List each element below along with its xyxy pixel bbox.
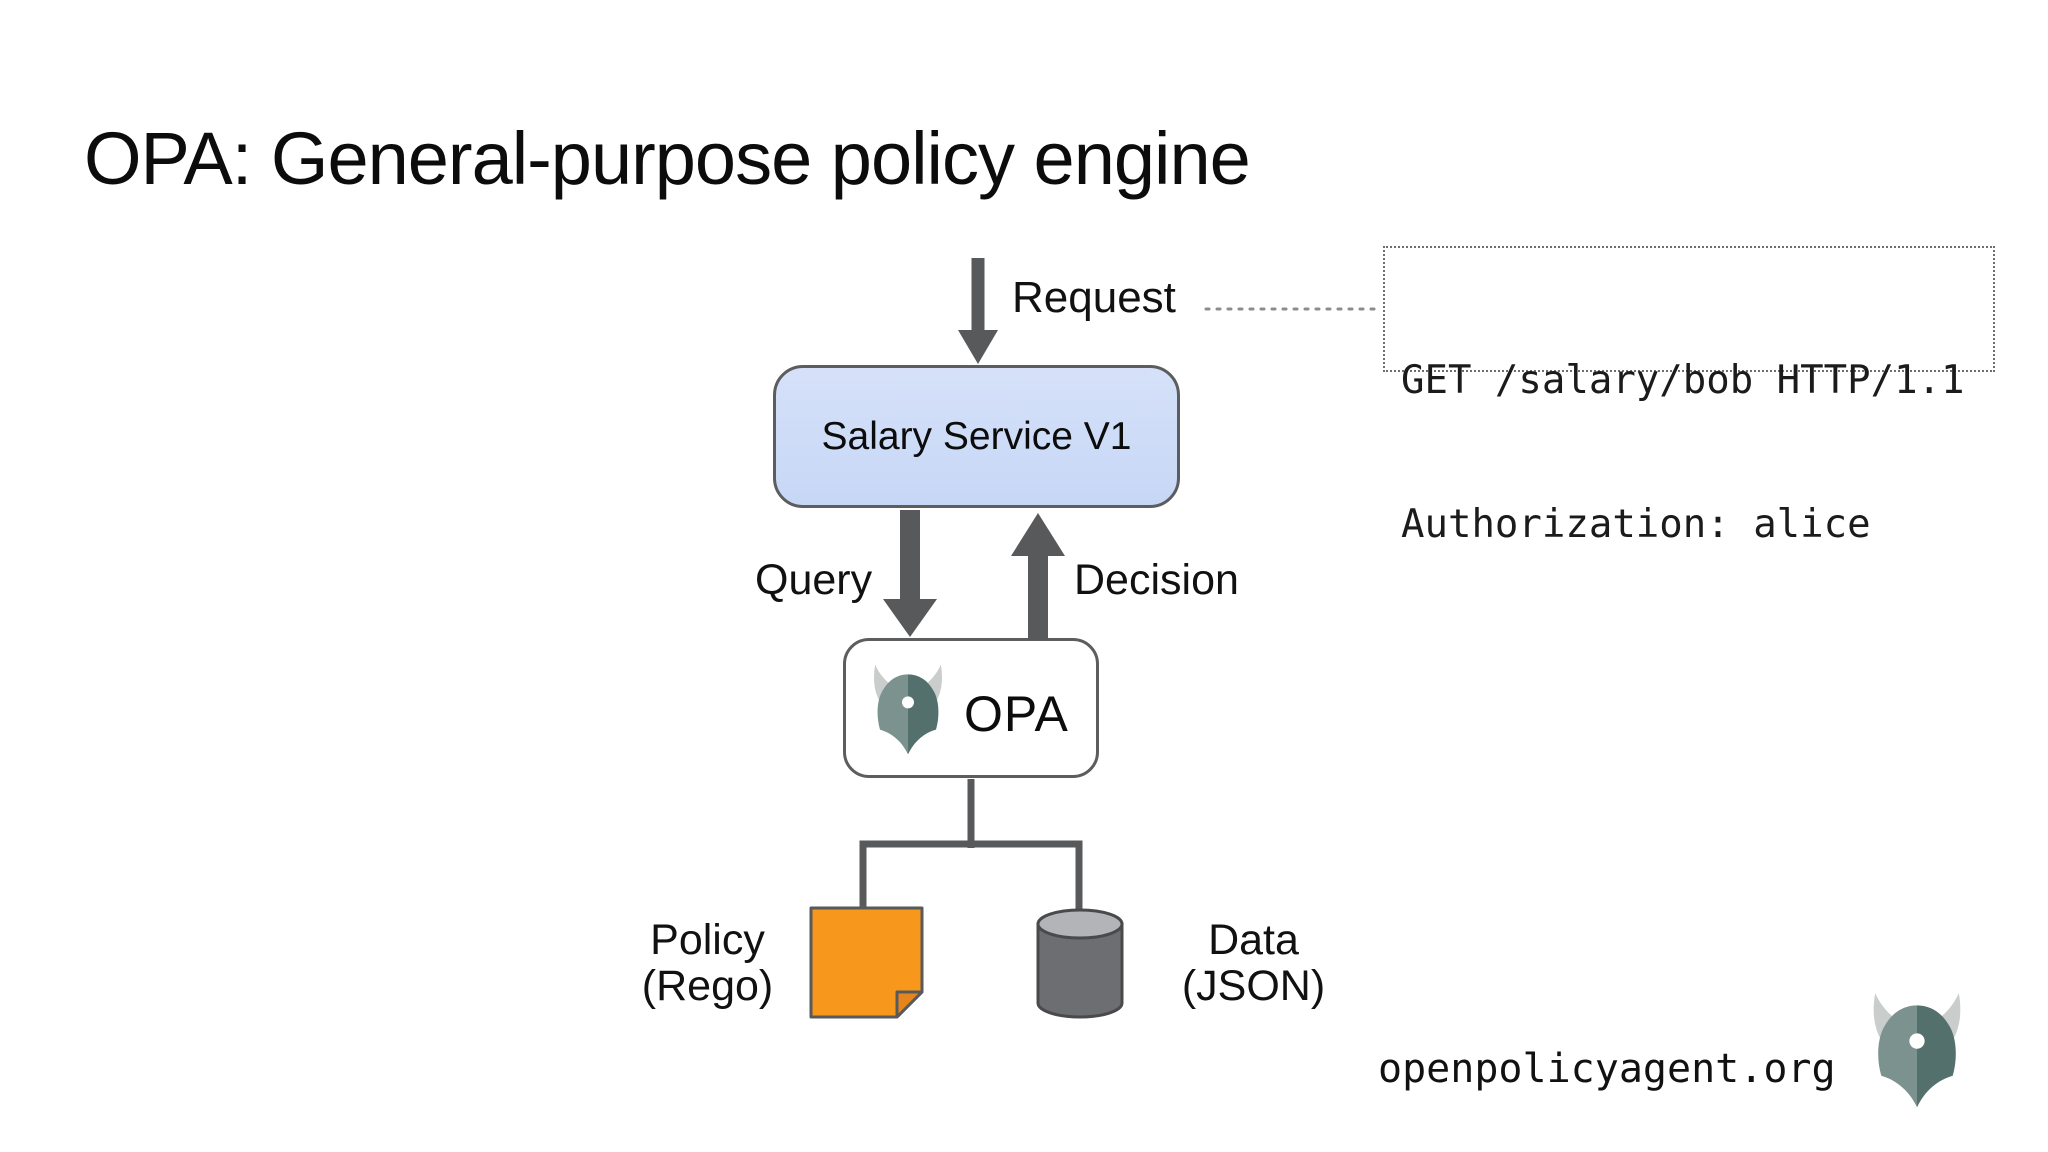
data-label-line2: (JSON) <box>1181 962 1326 1010</box>
code-line-2: Authorization: alice <box>1401 502 1871 547</box>
connector-tree-lines <box>859 779 1083 916</box>
policy-label-line1: Policy <box>650 916 765 964</box>
http-request-code-box: GET /salary/bob HTTP/1.1 Authorization: … <box>1383 246 1995 547</box>
salary-service-box: Salary Service V1 <box>773 365 1180 508</box>
request-label: Request <box>1012 273 1176 322</box>
salary-service-label: Salary Service V1 <box>821 414 1132 458</box>
opa-box: OPA <box>843 638 1099 778</box>
slide-title: OPA: General-purpose policy engine <box>84 117 1251 200</box>
policy-document-icon <box>809 906 924 1019</box>
query-label: Query <box>755 556 873 604</box>
decision-label: Decision <box>1074 556 1239 604</box>
code-line-1: GET /salary/bob HTTP/1.1 <box>1401 358 1965 403</box>
footer-website-text: openpolicyagent.org <box>1378 1046 1836 1092</box>
data-json-label: Data (JSON) <box>1171 917 1336 1009</box>
opa-logo-icon-footer <box>1873 993 1961 1108</box>
database-cylinder-icon <box>1036 908 1124 1019</box>
data-label-line1: Data <box>1208 916 1299 964</box>
policy-rego-label: Policy (Rego) <box>625 917 790 1009</box>
request-arrow <box>958 258 998 364</box>
query-arrow <box>883 510 937 637</box>
opa-box-label: OPA <box>964 686 1069 742</box>
decision-arrow <box>1011 513 1065 640</box>
policy-label-line2: (Rego) <box>641 962 774 1010</box>
